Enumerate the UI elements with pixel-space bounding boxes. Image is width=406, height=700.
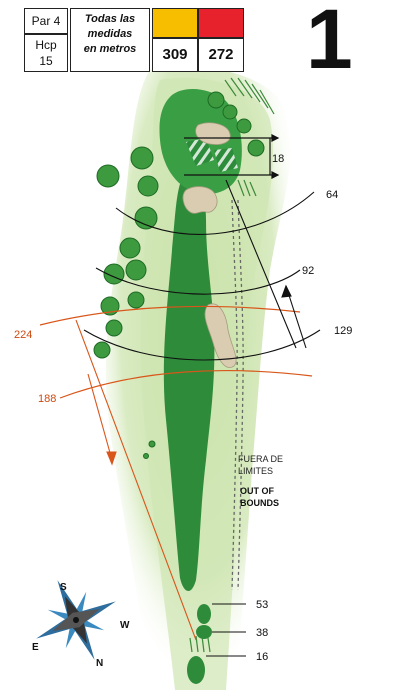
carry-92-label: 92 <box>302 265 314 277</box>
tee-red-swatch <box>198 8 244 38</box>
hole-number: 1 <box>306 0 353 86</box>
out-of-bounds-es-1: FUERA DE <box>238 454 283 464</box>
carry-64-label: 64 <box>326 189 338 201</box>
handicap-cell: Hcp 15 <box>24 34 68 72</box>
tee-distance-ticks <box>206 603 246 657</box>
compass-rose <box>36 580 116 660</box>
bunker-front <box>182 186 218 214</box>
tee-53-label: 53 <box>256 599 268 611</box>
red-224-label: 224 <box>14 329 32 341</box>
out-of-bounds-line <box>237 199 244 591</box>
tee-yellow-swatch <box>152 8 198 38</box>
green-depth-marker <box>184 134 280 179</box>
fairway <box>163 169 215 592</box>
out-of-bounds-line-2 <box>231 199 238 591</box>
tee-box-53 <box>197 604 211 624</box>
out-of-bounds-es-2: LIMITES <box>238 466 273 476</box>
tee-red-distance: 272 <box>198 38 244 72</box>
compass-w: W <box>120 620 130 631</box>
compass-e: E <box>32 642 39 653</box>
measure-lines <box>225 179 307 349</box>
tee-yellow-distance: 309 <box>152 38 198 72</box>
green-depth-label: 18 <box>272 153 284 165</box>
tee-box-38 <box>196 625 212 639</box>
bunker-fairway <box>204 303 237 368</box>
red-188-label: 188 <box>38 393 56 405</box>
carry-129-label: 129 <box>334 325 352 337</box>
carry-arcs <box>83 191 321 361</box>
bunker-greenside <box>195 122 231 145</box>
tee-38-label: 38 <box>256 627 268 639</box>
compass-s: S <box>60 582 67 593</box>
note-line-2: medidas <box>87 28 133 40</box>
out-of-bounds-en-2: BOUNDS <box>240 498 279 508</box>
hcp-value: 15 <box>39 54 53 68</box>
tee-box-16 <box>187 656 205 684</box>
note-line-1: Todas las <box>84 13 136 25</box>
red-arcs <box>39 305 313 399</box>
measurement-note: Todas las medidas en metros <box>70 8 150 72</box>
par-cell: Par 4 <box>24 8 68 34</box>
hcp-label: Hcp <box>35 38 57 52</box>
compass-n: N <box>96 658 103 669</box>
note-line-3: en metros <box>83 43 137 55</box>
rough-hatching <box>189 77 275 653</box>
tee-16-label: 16 <box>256 651 268 663</box>
green-stripes <box>186 138 238 172</box>
layup-line <box>75 319 197 641</box>
out-of-bounds-en-1: OUT OF <box>240 486 274 496</box>
